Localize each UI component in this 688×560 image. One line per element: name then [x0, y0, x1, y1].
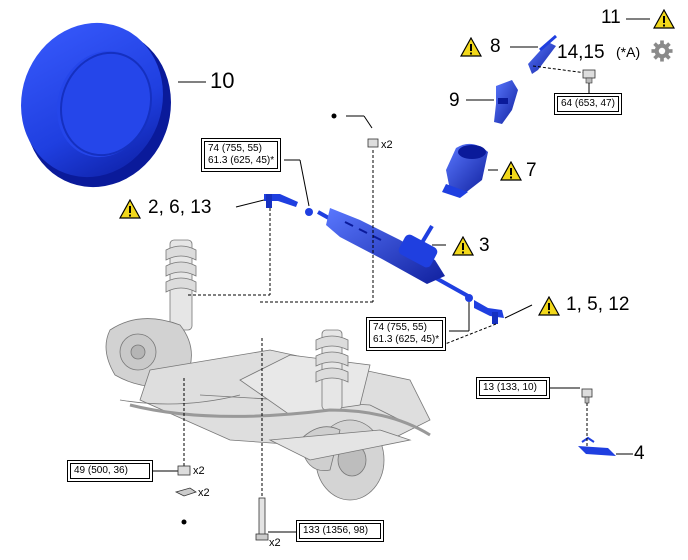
torque-spec-133: 133 (1356, 98) [296, 520, 384, 542]
warning-triangle-icon [452, 236, 474, 256]
callout-10: 10 [210, 68, 235, 93]
callout-14-15-note: (*A) [616, 44, 641, 60]
torque-spec-13: 13 (133, 10) [476, 377, 550, 399]
leader-line-top-dot-down [363, 115, 373, 129]
dashed-line-right-tie-rod [439, 323, 497, 347]
gear-icon [651, 40, 673, 62]
leader-line-1-5-12 [504, 304, 533, 319]
warning-triangle-icon [538, 296, 560, 316]
bracket-part-9 [494, 80, 518, 124]
callout-9: 9 [449, 90, 460, 111]
top-dot [331, 113, 337, 119]
leader-line-74-left-diag [299, 159, 310, 207]
torque-spec-74-left-line1: 74 (755, 55) [208, 143, 262, 154]
warning-triangle-icon [460, 37, 482, 57]
right-tie-rod-end-part-1-5-12 [474, 300, 504, 324]
callout-3: 3 [479, 235, 490, 256]
long-bolt [255, 497, 269, 541]
multiplier-x2-nut: x2 [193, 465, 205, 477]
callout-7: 7 [526, 160, 537, 181]
callout-11: 11 [601, 7, 621, 28]
torque-spec-74-left: 74 (755, 55) 61.3 (625, 45)* [201, 138, 282, 172]
callout-14-15: 14,15 [557, 42, 605, 63]
intermediate-shaft-part-8 [528, 34, 557, 74]
steering-column-hole-cover-part-7 [442, 143, 488, 198]
top-nut [367, 138, 379, 148]
torque-spec-74-left-line2: 61.3 (625, 45)* [208, 155, 275, 166]
left-lock-nut [305, 208, 313, 216]
bottom-nut [177, 465, 191, 476]
torque-spec-74-right-line1: 74 (755, 55) [373, 322, 427, 333]
torque-spec-64-text: 64 (653, 47) [557, 96, 619, 112]
torque-spec-49: 49 (500, 36) [67, 460, 153, 482]
dashed-line-8-to-bolt [532, 65, 587, 74]
torque-spec-64: 64 (653, 47) [554, 93, 622, 115]
torque-spec-13-text: 13 (133, 10) [479, 380, 547, 396]
warning-triangle-icon [119, 199, 141, 219]
bolt-14-15 [582, 69, 596, 84]
left-tie-rod-end-part-2-6-13 [264, 194, 298, 208]
torque-spec-74-right-line2: 61.3 (625, 45)* [373, 334, 440, 345]
callout-4: 4 [634, 443, 645, 464]
callout-2-6-13: 2, 6, 13 [148, 197, 212, 218]
warning-triangle-icon [500, 161, 522, 181]
bracket-part-4 [578, 436, 616, 456]
steering-rack-part-3 [317, 208, 469, 298]
torque-spec-49-text: 49 (500, 36) [70, 463, 150, 479]
multiplier-x2-bolt: x2 [269, 537, 281, 549]
bolt-part-4 [581, 388, 593, 404]
leader-line-2-6-13 [235, 199, 265, 208]
clip [174, 487, 197, 497]
tire-part-10 [21, 22, 171, 188]
callout-8: 8 [490, 36, 501, 57]
torque-spec-133-text: 133 (1356, 98) [299, 523, 381, 539]
warning-triangle-icon [653, 9, 675, 29]
torque-spec-74-right: 74 (755, 55) 61.3 (625, 45)* [366, 317, 447, 351]
multiplier-x2-top: x2 [381, 139, 393, 151]
callout-1-5-12: 1, 5, 12 [566, 294, 630, 315]
multiplier-x2-clip: x2 [198, 487, 210, 499]
bottom-dot [181, 519, 187, 525]
right-lock-nut [465, 294, 473, 302]
front-suspension-subframe [105, 239, 431, 501]
